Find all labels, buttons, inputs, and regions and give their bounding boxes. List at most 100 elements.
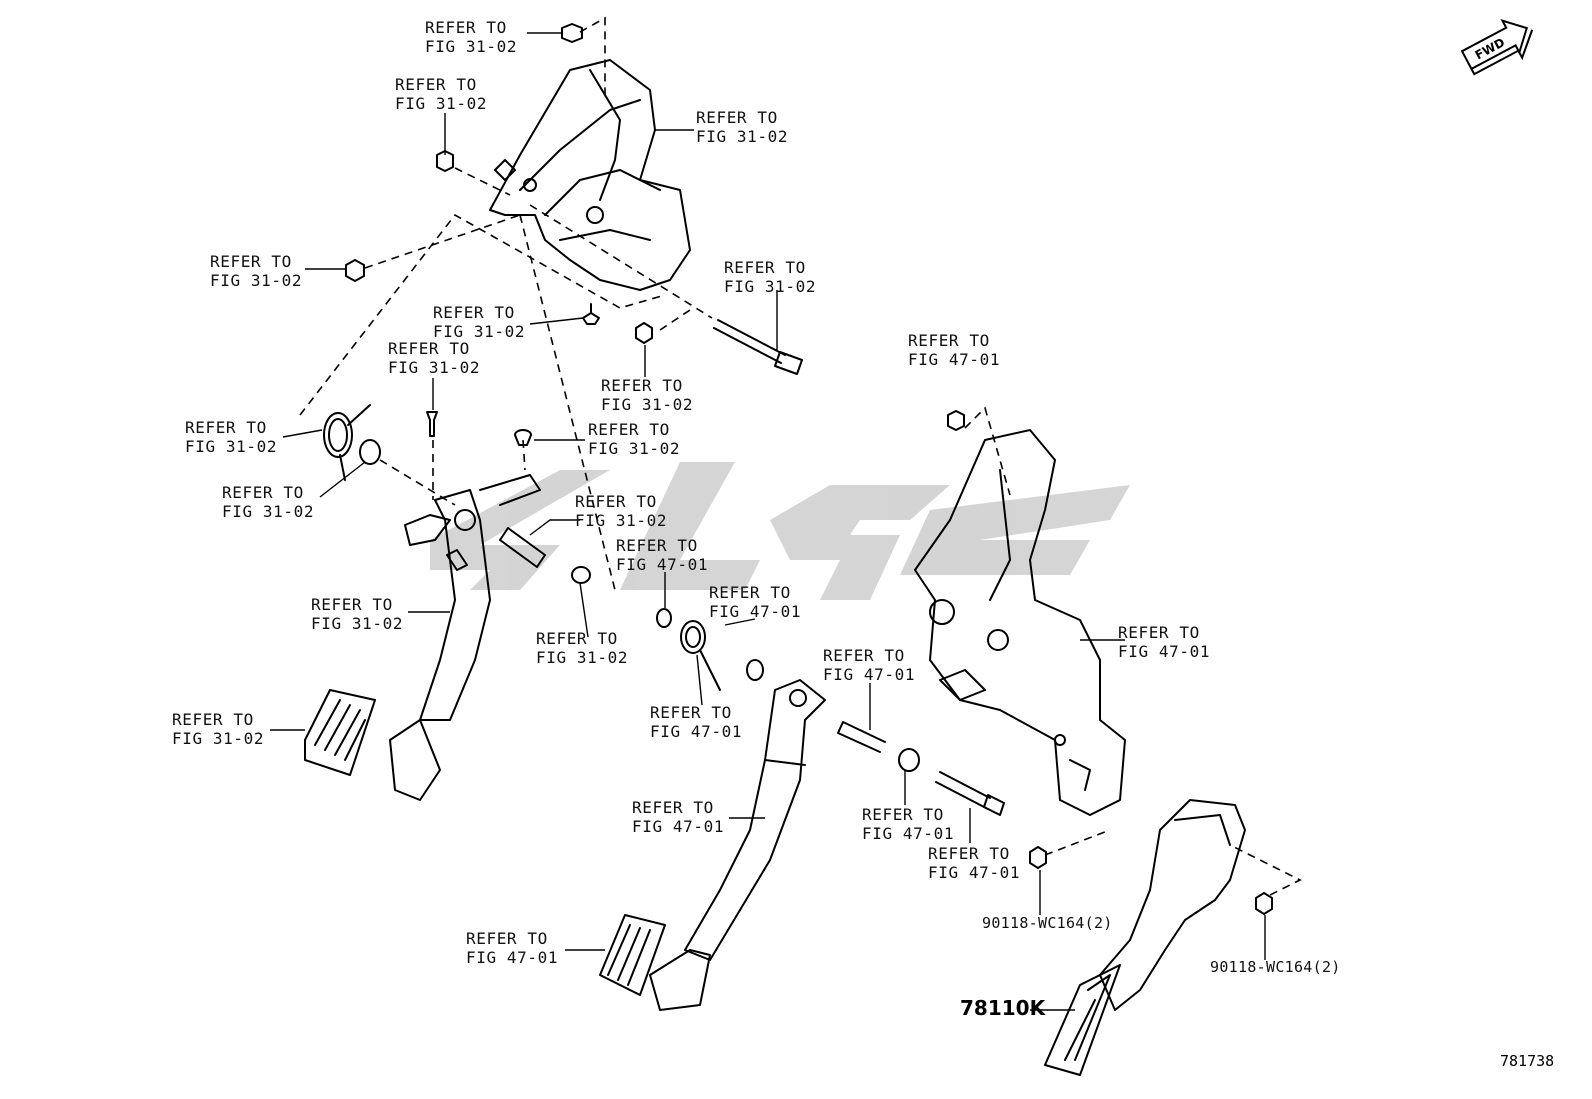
- nut-right-top: [947, 410, 965, 431]
- callout-line1: REFER TO: [575, 492, 657, 511]
- callout-line1: REFER TO: [928, 844, 1010, 863]
- callout-line2: FIG 31-02: [172, 729, 265, 748]
- callout-line2: FIG 31-02: [433, 322, 526, 341]
- pin-clutch: [499, 527, 546, 568]
- figure-number: 781738: [1500, 1052, 1555, 1070]
- callout-line2: FIG 31-02: [696, 127, 789, 146]
- callout-line2: FIG 47-01: [650, 722, 743, 741]
- callout-line2: FIG 31-02: [536, 648, 629, 667]
- brake-pedal-pad: [599, 914, 666, 996]
- leader-lines: [270, 32, 1266, 1011]
- pedal-bracket-upper: [489, 59, 691, 291]
- callout-line2: FIG 47-01: [466, 948, 559, 967]
- bolt-brake: [935, 771, 1005, 816]
- callout-line1: REFER TO: [433, 303, 515, 322]
- callout-line2: FIG 47-01: [928, 863, 1021, 882]
- clutch-pedal-pad: [304, 689, 376, 776]
- collar-clutch: [446, 549, 468, 571]
- callout-line2: FIG 47-01: [709, 602, 802, 621]
- callout-line2: FIG 31-02: [185, 437, 278, 456]
- clutch-pedal-arm: [389, 474, 541, 801]
- callout-line2: FIG 47-01: [908, 350, 1001, 369]
- callout-line1: REFER TO: [588, 420, 670, 439]
- brake-pedal-arm: [649, 679, 826, 1011]
- callout-line1: REFER TO: [601, 376, 683, 395]
- bushing-left: [359, 439, 381, 465]
- callout-line1: REFER TO: [1118, 623, 1200, 642]
- nut-accel-2: [1255, 892, 1273, 915]
- bushing-clutch: [571, 566, 591, 584]
- part-number-nut-right: 90118-WC164(2): [1210, 958, 1341, 976]
- callout-line1: REFER TO: [862, 805, 944, 824]
- bushing-center-1: [656, 608, 672, 628]
- nut-mid: [635, 322, 653, 344]
- fwd-arrow-icon: FWD: [1460, 18, 1534, 76]
- callout-line2: FIG 31-02: [601, 395, 694, 414]
- callout-line1: REFER TO: [466, 929, 548, 948]
- callout-line2: FIG 31-02: [425, 37, 518, 56]
- clip-top: [582, 303, 600, 325]
- callout-line2: FIG 31-02: [210, 271, 303, 290]
- callout-line2: FIG 31-02: [388, 358, 481, 377]
- callout-line1: REFER TO: [425, 18, 507, 37]
- callout-line1: REFER TO: [709, 583, 791, 602]
- spring-center: [680, 620, 721, 691]
- callout-line2: FIG 31-02: [311, 614, 404, 633]
- callout-line1: REFER TO: [210, 252, 292, 271]
- callout-line1: REFER TO: [696, 108, 778, 127]
- callout-line2: FIG 31-02: [588, 439, 681, 458]
- nut-accel-1: [1029, 846, 1047, 869]
- bushing-center-2: [746, 659, 764, 681]
- callout-line1: REFER TO: [724, 258, 806, 277]
- watermark-logo: [430, 462, 1130, 600]
- part-number-pedal-assy: 78110K: [960, 996, 1046, 1020]
- callout-line2: FIG 47-01: [616, 555, 709, 574]
- part-number-nut-left: 90118-WC164(2): [982, 914, 1113, 932]
- pedal-bracket-right: [914, 429, 1126, 816]
- stopper-left: [514, 429, 532, 446]
- callout-line1: REFER TO: [616, 536, 698, 555]
- callout-line2: FIG 47-01: [632, 817, 725, 836]
- accelerator-pedal-assy: [1044, 799, 1246, 1076]
- callout-line1: REFER TO: [395, 75, 477, 94]
- callout-line1: REFER TO: [632, 798, 714, 817]
- callout-line2: FIG 47-01: [823, 665, 916, 684]
- callout-line2: FIG 31-02: [724, 277, 817, 296]
- assembly-lines: [299, 16, 1302, 896]
- bolt-long-top: [713, 319, 803, 375]
- callout-line2: FIG 47-01: [862, 824, 955, 843]
- callout-line1: REFER TO: [908, 331, 990, 350]
- callout-line1: REFER TO: [311, 595, 393, 614]
- callout-line2: FIG 31-02: [395, 94, 488, 113]
- pin-brake: [837, 721, 886, 753]
- callout-line2: FIG 31-02: [222, 502, 315, 521]
- clip-left: [426, 411, 438, 437]
- spring-left: [323, 404, 371, 481]
- callout-line2: FIG 31-02: [575, 511, 668, 530]
- callout-line1: REFER TO: [222, 483, 304, 502]
- callout-line2: FIG 47-01: [1118, 642, 1211, 661]
